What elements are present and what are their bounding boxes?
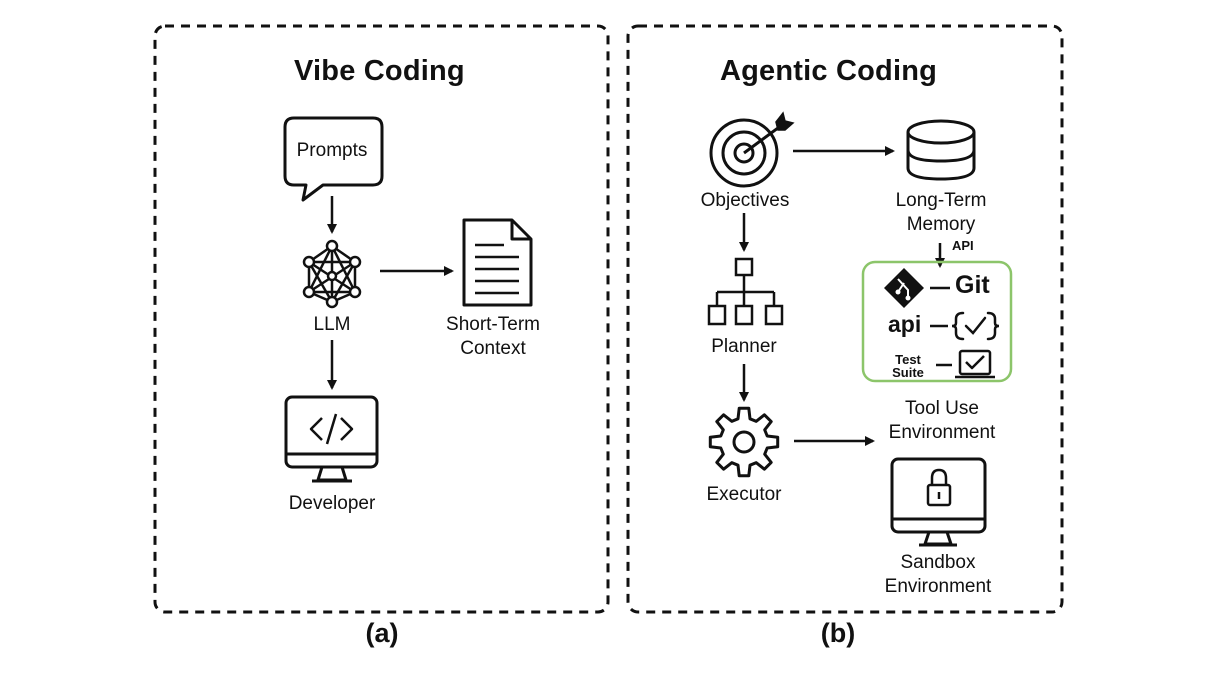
laptop-check-icon <box>955 349 995 379</box>
api-label: api <box>888 311 922 337</box>
panel-a-title: Vibe Coding <box>294 55 465 87</box>
git-label: Git <box>955 271 990 299</box>
test-label-line1: Test <box>895 352 921 367</box>
panel-b-title: Agentic Coding <box>720 55 938 87</box>
executor-label: Executor <box>706 484 782 505</box>
braces-check-icon <box>951 311 1000 341</box>
document-icon <box>462 218 533 307</box>
memory-label-line2: Memory <box>906 214 976 235</box>
planner-label: Planner <box>711 336 777 357</box>
tool-env-label-line1: Tool Use <box>905 398 979 419</box>
llm-network-icon <box>302 239 362 309</box>
tool-box-frame <box>861 260 1013 383</box>
sandbox-label-line1: Sandbox <box>900 552 976 573</box>
database-icon <box>906 119 976 181</box>
panel-a-frame <box>153 24 610 614</box>
code-monitor-icon <box>284 395 379 483</box>
prompts-bubble-icon <box>283 116 384 202</box>
prompts-label: Prompts <box>296 140 368 161</box>
memory-label-line1: Long-Term <box>895 190 987 211</box>
panel-b-caption: (b) <box>820 618 856 648</box>
context-label-line1: Short-Term <box>446 314 540 335</box>
sandbox-label-line2: Environment <box>884 576 992 597</box>
test-label-line2: Suite <box>892 365 924 380</box>
hierarchy-icon <box>707 257 784 326</box>
developer-label: Developer <box>288 493 376 514</box>
lock-monitor-icon <box>890 457 987 547</box>
api-arrow-label: API <box>952 238 974 253</box>
context-label-line2: Context <box>460 338 526 359</box>
panel-a-caption: (a) <box>365 618 399 648</box>
git-diamond-icon <box>884 268 924 308</box>
llm-label: LLM <box>313 314 351 335</box>
tool-env-label-line2: Environment <box>888 422 996 443</box>
panel-b-frame <box>626 24 1064 614</box>
gear-icon <box>708 406 780 478</box>
objectives-label: Objectives <box>700 190 790 211</box>
target-icon <box>709 111 795 188</box>
